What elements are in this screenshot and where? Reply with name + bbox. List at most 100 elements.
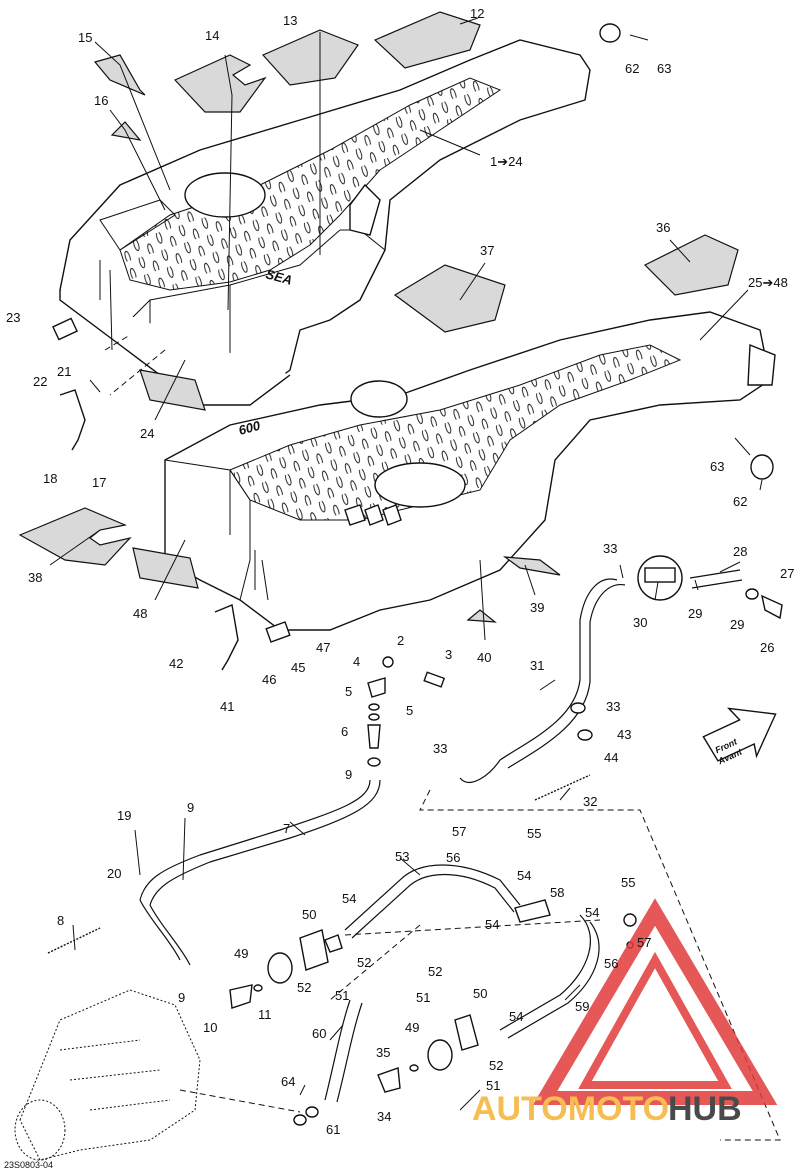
callout-55a: 55: [527, 826, 541, 841]
callout-50a: 50: [302, 907, 316, 922]
callout-51c: 51: [486, 1078, 500, 1093]
callout-58: 58: [550, 885, 564, 900]
callout-37: 37: [480, 243, 494, 258]
dashed-leaders: [104, 334, 781, 1141]
callout-51b: 51: [416, 990, 430, 1005]
callout-54e: 54: [509, 1009, 523, 1024]
callout-48: 48: [133, 606, 147, 621]
pad-39: [502, 556, 561, 576]
callout-4: 4: [353, 654, 360, 669]
callout-49b: 49: [405, 1020, 419, 1035]
callout-9a: 9: [345, 767, 352, 782]
callout-15: 15: [78, 30, 92, 45]
pad-14: [173, 54, 267, 113]
callout-25: 25➔48: [748, 275, 788, 290]
watermark-logo: AUTOMOTO HUB: [472, 898, 778, 1128]
callout-10: 10: [203, 1020, 217, 1035]
callout-17: 17: [92, 475, 106, 490]
callout-7: 7: [283, 821, 290, 836]
callout-57a: 57: [452, 824, 466, 839]
callout-3: 3: [445, 647, 452, 662]
svg-text:SEA: SEA: [264, 266, 294, 287]
pad-37: [393, 264, 506, 333]
callout-33a: 33: [603, 541, 617, 556]
callout-60: 60: [312, 1026, 326, 1041]
callout-52d: 52: [489, 1058, 503, 1073]
pad-40: [466, 609, 497, 623]
pad-36: [643, 234, 739, 296]
callout-21: 21: [57, 364, 71, 379]
callout-47: 47: [316, 640, 330, 655]
callout-32: 32: [583, 794, 597, 809]
callout-39: 39: [530, 600, 544, 615]
callout-62b: 62: [733, 494, 747, 509]
pad-13: [261, 29, 359, 86]
callout-42: 42: [169, 656, 183, 671]
callout-31: 31: [530, 658, 544, 673]
decal-48: [132, 547, 199, 589]
callout-63a: 63: [657, 61, 671, 76]
callout-51a: 51: [335, 988, 349, 1003]
callout-33b: 33: [606, 699, 620, 714]
callout-11: 11: [258, 1007, 272, 1022]
callout-13: 13: [283, 13, 297, 28]
callout-30: 30: [633, 615, 647, 630]
callout-57b: 57: [637, 935, 651, 950]
hose-assembly-upper: [47, 656, 446, 966]
lower-pads: [18, 234, 739, 623]
pad-15: [93, 54, 146, 96]
callout-38: 38: [28, 570, 42, 585]
callout-44: 44: [604, 750, 618, 765]
callout-45: 45: [291, 660, 305, 675]
pad-12: [373, 11, 481, 69]
callout-62a: 62: [625, 61, 639, 76]
callout-24: 24: [140, 426, 154, 441]
callout-36: 36: [656, 220, 670, 235]
callout-56b: 56: [604, 956, 618, 971]
callout-59: 59: [575, 999, 589, 1014]
callout-19: 19: [117, 808, 131, 823]
callout-5a: 5: [345, 684, 352, 699]
callout-26: 26: [760, 640, 774, 655]
callout-64: 64: [281, 1074, 295, 1089]
callout-61: 61: [326, 1122, 340, 1137]
callout-56a: 56: [446, 850, 460, 865]
callout-29b: 29: [730, 617, 744, 632]
callout-23: 23: [6, 310, 20, 325]
top-pads: [93, 11, 481, 141]
upper-body-assembly: SEA: [59, 39, 591, 406]
lower-body-assembly: 600: [164, 311, 776, 631]
callout-40: 40: [477, 650, 491, 665]
document-code: 23S0803-04: [4, 1160, 53, 1170]
leader-lines: [49, 17, 763, 1111]
callout-14: 14: [205, 28, 219, 43]
callout-6: 6: [341, 724, 348, 739]
jet-pump-housing: [14, 989, 201, 1161]
svg-text:600: 600: [237, 418, 263, 438]
callout-43: 43: [617, 727, 631, 742]
callout-46: 46: [262, 672, 276, 687]
callout-53: 53: [395, 849, 409, 864]
callout-8: 8: [57, 913, 64, 928]
callout-29a: 29: [688, 606, 702, 621]
callout-9b: 9: [187, 800, 194, 815]
callout-52c: 52: [297, 980, 311, 995]
callout-52b: 52: [428, 964, 442, 979]
callout-27: 27: [780, 566, 794, 581]
callout-2: 2: [397, 633, 404, 648]
callout-54a: 54: [517, 868, 531, 883]
watermark-text-a: AUTOMOTO: [472, 1090, 669, 1128]
pad-38: [18, 507, 132, 566]
callout-22: 22: [33, 374, 47, 389]
callout-54d: 54: [485, 917, 499, 932]
callout-labels: 12 13 14 15 16 62 63 1➔24 23 22 21 24 18…: [4, 6, 794, 1170]
front-arrow: Front Avant: [702, 707, 777, 767]
hardware: [52, 23, 774, 671]
callout-12: 12: [470, 6, 484, 21]
callout-54b: 54: [342, 891, 356, 906]
watermark-text-b: HUB: [668, 1090, 742, 1128]
callout-35: 35: [376, 1045, 390, 1060]
callout-63b: 63: [710, 459, 724, 474]
hose-assembly-right: [459, 555, 783, 801]
